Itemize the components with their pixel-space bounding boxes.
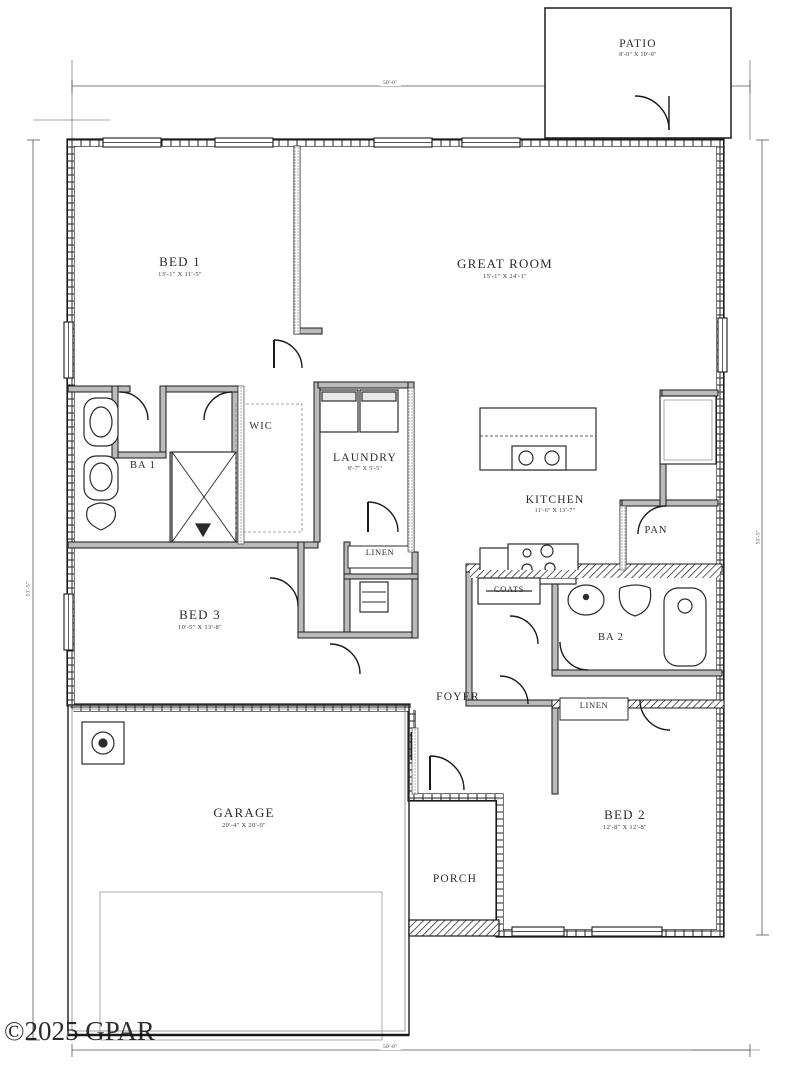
interior-walls [67,145,725,795]
dimension-left-overall: 53'-5" [25,578,32,600]
laundry-fixtures [319,389,399,433]
stipple-walls [237,145,627,795]
copyright-watermark: ©2025 GPAR [4,1016,155,1046]
windows [63,137,728,937]
bath2-fixtures [477,577,707,667]
garage-walls [67,704,410,1041]
kitchen-fixtures [470,395,720,585]
porch-hatch [408,919,500,937]
bath1-fixtures [83,397,303,543]
dimension-right-overall: 53'-5" [755,526,762,548]
patio-outline [544,7,732,139]
garage-water-heater [81,721,125,765]
dimension-bottom-overall: 50'-0" [380,1044,401,1050]
dimension-top-overall: 50'-0" [380,80,401,86]
